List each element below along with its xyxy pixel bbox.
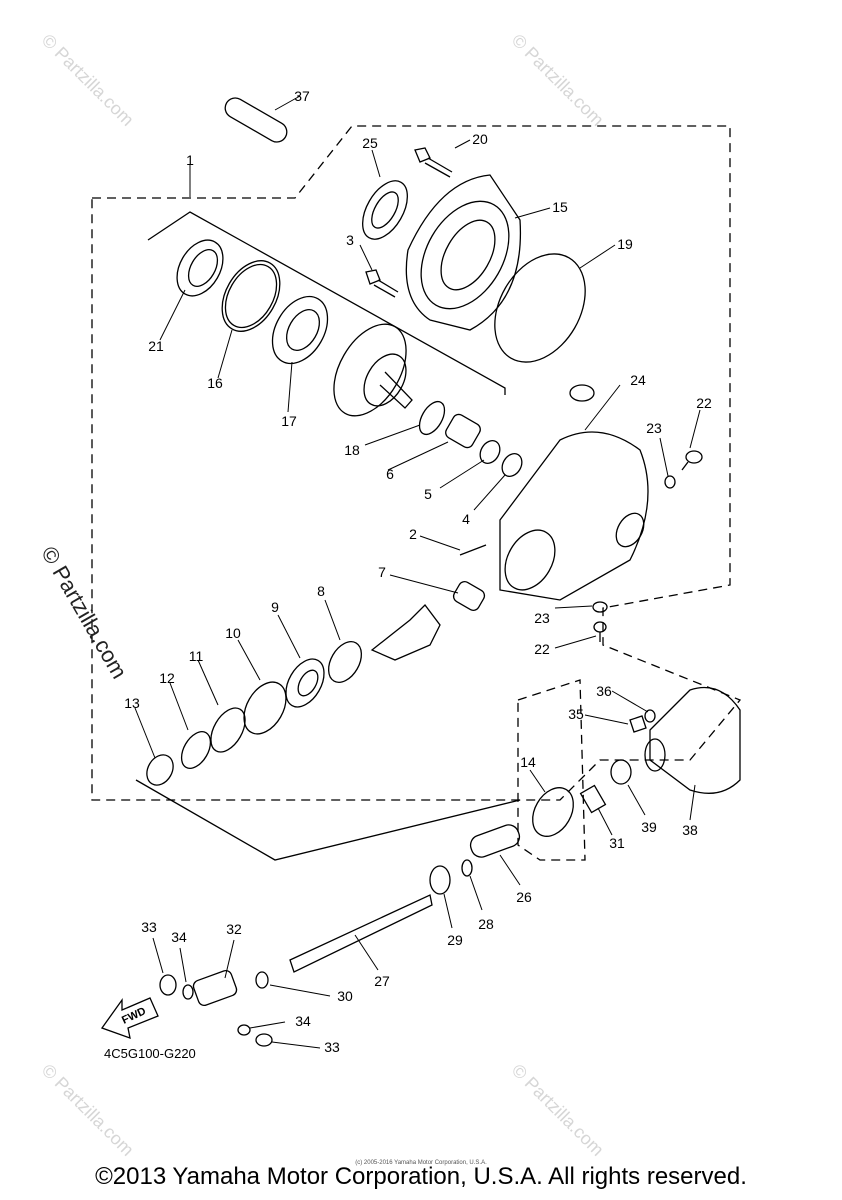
callout-36: 36 (596, 683, 612, 699)
callout-4: 4 (462, 511, 470, 527)
part-20-bolt (414, 147, 453, 178)
part-15-cover (405, 174, 522, 331)
part-19-oring (494, 253, 586, 363)
callout-30: 30 (337, 988, 353, 1004)
callout-20: 20 (472, 131, 488, 147)
part-6-bearing (445, 413, 481, 449)
part-9-bearing (285, 658, 325, 708)
part-35-nut (629, 715, 647, 733)
part-27-shaft (289, 894, 433, 973)
callout-25: 25 (362, 135, 378, 151)
callout-7: 7 (378, 564, 386, 580)
callout-22-bottom: 22 (534, 641, 550, 657)
callout-24: 24 (630, 372, 646, 388)
part-8-ring (327, 641, 363, 683)
part-17-bearing (271, 295, 329, 365)
callout-33-bottom: 33 (324, 1039, 340, 1055)
callout-26: 26 (516, 889, 532, 905)
callout-23-top: 23 (646, 420, 662, 436)
callout-28: 28 (478, 916, 494, 932)
callout-1: 1 (186, 152, 194, 168)
part-12-seal (180, 731, 212, 769)
part-21-seal (176, 239, 224, 297)
part-31-spring (579, 784, 607, 814)
callout-37: 37 (294, 88, 310, 104)
part-5-bearing (479, 440, 501, 464)
part-24-cap (569, 384, 595, 402)
ring-gear (333, 323, 413, 417)
callout-29: 29 (447, 932, 463, 948)
callout-11: 11 (188, 648, 204, 664)
part-29-damper (429, 865, 451, 895)
copyright-footer: ©2013 Yamaha Motor Corporation, U.S.A. A… (95, 1163, 747, 1190)
callout-19: 19 (617, 236, 633, 252)
part-34-clip-top (182, 984, 194, 1000)
callout-39: 39 (641, 819, 657, 835)
part-10-nut (243, 681, 287, 735)
callout-14: 14 (520, 754, 536, 770)
pinion-gear (370, 604, 441, 661)
part-33-cap-bottom (255, 1033, 273, 1047)
part-32-universal-joint (192, 969, 238, 1007)
part-11-oring (210, 707, 246, 753)
callout-23-bottom: 23 (534, 610, 550, 626)
part-36-washer (644, 709, 656, 723)
seal-group-boundary (147, 211, 506, 395)
callout-33-top: 33 (141, 919, 157, 935)
diagram-code: 4C5G100-G220 (104, 1046, 196, 1061)
callout-10: 10 (225, 625, 241, 641)
callout-16: 16 (207, 375, 223, 391)
part-18-shim (418, 400, 446, 436)
small-print: (c) 2005-2016 Yamaha Motor Corporation, … (355, 1160, 487, 1166)
callout-22-top: 22 (696, 395, 712, 411)
part-14-boot (532, 787, 574, 837)
assembly-boundary (91, 125, 742, 801)
part-37-pin (224, 97, 288, 143)
callout-13: 13 (124, 695, 140, 711)
callout-32: 32 (226, 921, 242, 937)
callout-8: 8 (317, 583, 325, 599)
part-16-ring (221, 260, 281, 332)
callout-31: 31 (609, 835, 625, 851)
part-22-bolt-bottom (593, 621, 607, 642)
callout-34-bottom: 34 (295, 1013, 311, 1029)
callout-15: 15 (552, 199, 568, 215)
part-38-housing (644, 686, 741, 794)
part-22-bolt-top (681, 450, 703, 471)
callout-38: 38 (682, 822, 698, 838)
callout-5: 5 (424, 486, 432, 502)
part-39-bushing (610, 759, 632, 785)
callout-17: 17 (281, 413, 297, 429)
fwd-arrow (100, 997, 159, 1039)
part-34-clip-bottom (237, 1024, 251, 1036)
part-4-bushing (501, 453, 523, 477)
part-7-bearing (452, 581, 486, 611)
callout-9: 9 (271, 599, 279, 615)
part-13-boot (146, 754, 174, 786)
callout-18: 18 (344, 442, 360, 458)
callout-12: 12 (159, 670, 175, 686)
part-3-bolt (365, 269, 399, 298)
callout-21: 21 (148, 338, 164, 354)
part-23-washer-bottom (592, 601, 608, 613)
part-26-pipe (469, 824, 521, 858)
part-33-cap-top (159, 974, 177, 996)
part-23-washer-top (664, 475, 676, 489)
callout-34-top: 34 (171, 929, 187, 945)
part-25-washer (362, 180, 408, 240)
part-2-stud (459, 544, 487, 556)
callout-6: 6 (386, 466, 394, 482)
callout-3: 3 (346, 232, 354, 248)
part-28-clip (461, 859, 473, 877)
callout-2: 2 (409, 526, 417, 542)
part-30-clip (255, 971, 269, 989)
callout-35: 35 (568, 706, 584, 722)
callout-27: 27 (374, 973, 390, 989)
gear-case (499, 431, 649, 601)
